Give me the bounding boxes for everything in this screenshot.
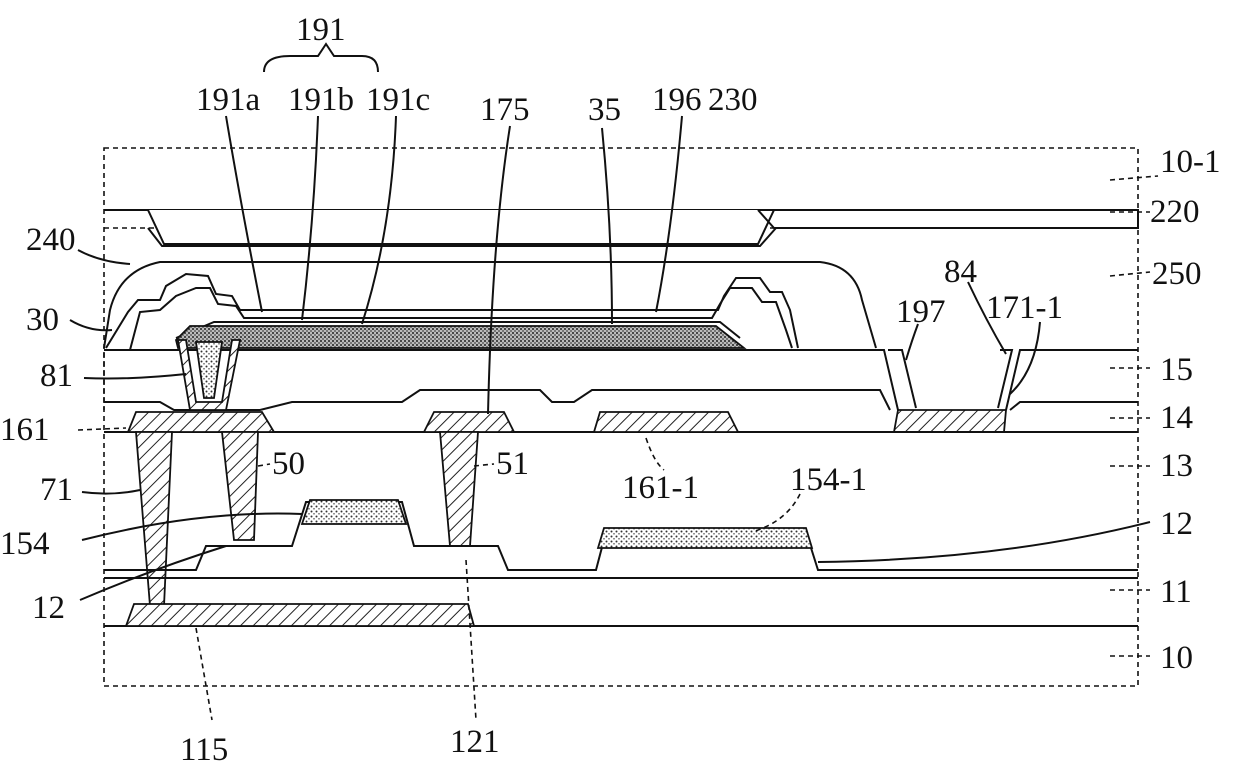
label-161: 161 bbox=[0, 412, 50, 448]
semiconductor-154-1 bbox=[598, 528, 812, 548]
label-175: 175 bbox=[480, 92, 530, 128]
label-191: 191 bbox=[296, 12, 346, 48]
layer-14-top bbox=[104, 390, 1138, 410]
pixel-electrode-191 bbox=[176, 326, 744, 348]
label-154: 154 bbox=[0, 526, 50, 562]
label-11: 11 bbox=[1160, 574, 1192, 610]
electrode-161-1 bbox=[594, 412, 738, 432]
pad-171-1 bbox=[894, 410, 1006, 432]
layer-15-top bbox=[104, 350, 1138, 410]
leader-12a bbox=[818, 522, 1150, 562]
leader-51 bbox=[474, 464, 494, 466]
leader-154-1 bbox=[752, 494, 800, 532]
label-81: 81 bbox=[40, 358, 73, 394]
label-13: 13 bbox=[1160, 448, 1193, 484]
label-71: 71 bbox=[40, 472, 73, 508]
leader-30 bbox=[70, 320, 112, 330]
via-71 bbox=[136, 432, 172, 606]
label-250: 250 bbox=[1152, 256, 1202, 292]
leader-171-1 bbox=[1010, 322, 1040, 394]
label-10: 10 bbox=[1160, 640, 1193, 676]
leader-115 bbox=[196, 628, 212, 720]
label-10-1: 10-1 bbox=[1160, 144, 1221, 180]
label-154-1: 154-1 bbox=[790, 462, 867, 498]
label-191c: 191c bbox=[366, 82, 430, 118]
semiconductor-154 bbox=[302, 500, 406, 524]
label-84: 84 bbox=[944, 254, 977, 290]
label-51: 51 bbox=[496, 446, 529, 482]
label-50: 50 bbox=[272, 446, 305, 482]
color-filter-230 bbox=[104, 210, 1138, 244]
leader-175 bbox=[488, 126, 510, 414]
leader-10-1 bbox=[1110, 176, 1158, 180]
label-240: 240 bbox=[26, 222, 76, 258]
label-230: 230 bbox=[708, 82, 758, 118]
label-14: 14 bbox=[1160, 400, 1193, 436]
label-220: 220 bbox=[1150, 194, 1200, 230]
contact-81-inner bbox=[196, 342, 222, 398]
label-15: 15 bbox=[1160, 352, 1193, 388]
contact-197 bbox=[888, 350, 916, 408]
label-171-1: 171-1 bbox=[986, 290, 1063, 326]
label-191b: 191b bbox=[288, 82, 354, 118]
label-191a: 191a bbox=[196, 82, 261, 118]
electrode-161 bbox=[128, 412, 274, 432]
brace-191 bbox=[264, 44, 378, 72]
label-35: 35 bbox=[588, 92, 621, 128]
label-196: 196 bbox=[652, 82, 702, 118]
label-121: 121 bbox=[450, 724, 500, 760]
label-12a: 12 bbox=[1160, 506, 1193, 542]
leader-161 bbox=[78, 428, 126, 430]
label-30: 30 bbox=[26, 302, 59, 338]
leader-121 bbox=[466, 560, 476, 720]
label-12b: 12 bbox=[32, 590, 65, 626]
electrode-175 bbox=[424, 412, 514, 432]
leader-50 bbox=[258, 464, 270, 466]
leader-250 bbox=[1110, 272, 1150, 276]
leader-154 bbox=[82, 514, 302, 540]
label-197: 197 bbox=[896, 294, 946, 330]
contact-84 bbox=[998, 350, 1012, 408]
via-50 bbox=[222, 432, 258, 540]
label-115: 115 bbox=[180, 732, 228, 768]
leader-71 bbox=[82, 490, 140, 494]
gate-115 bbox=[126, 604, 474, 626]
leader-81 bbox=[84, 374, 186, 379]
label-161-1: 161-1 bbox=[622, 470, 699, 506]
leader-161-1 bbox=[646, 438, 664, 470]
via-51 bbox=[440, 432, 478, 546]
